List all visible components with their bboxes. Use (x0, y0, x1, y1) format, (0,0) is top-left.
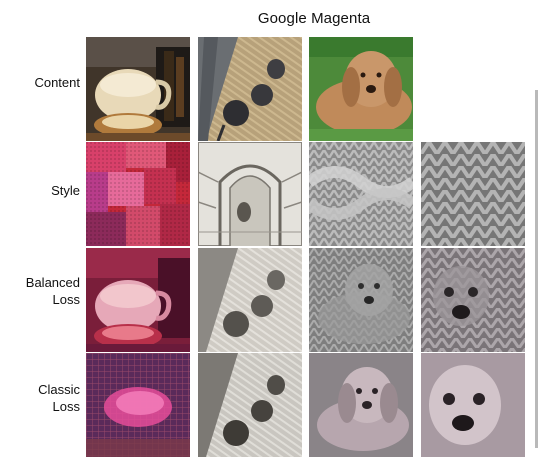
armadillos-photo (198, 37, 302, 141)
row-label-classic-loss: Classic Loss (38, 382, 80, 414)
teapot-balanced (86, 248, 190, 352)
teapot-classic (86, 353, 190, 457)
grey-knit-closeup (421, 142, 525, 246)
dog-balanced-closeup (421, 248, 525, 352)
sepia-archway-sketch (198, 142, 302, 246)
row-label-style: Style (51, 183, 80, 198)
dog-classic (309, 353, 413, 457)
armadillos-classic (198, 353, 302, 457)
row-label-content: Content (34, 75, 80, 90)
dog-classic-closeup (421, 353, 525, 457)
grey-knit-cable (309, 142, 413, 246)
dog-photo (309, 37, 413, 141)
divider-line (535, 90, 538, 448)
pink-red-patchwork (86, 142, 190, 246)
row-label-balanced-loss: Balanced Loss (25, 275, 80, 307)
figure-title: Google Magenta (257, 10, 371, 27)
dog-balanced (309, 248, 413, 352)
armadillos-balanced (198, 248, 302, 352)
teapot-photo (86, 37, 190, 141)
